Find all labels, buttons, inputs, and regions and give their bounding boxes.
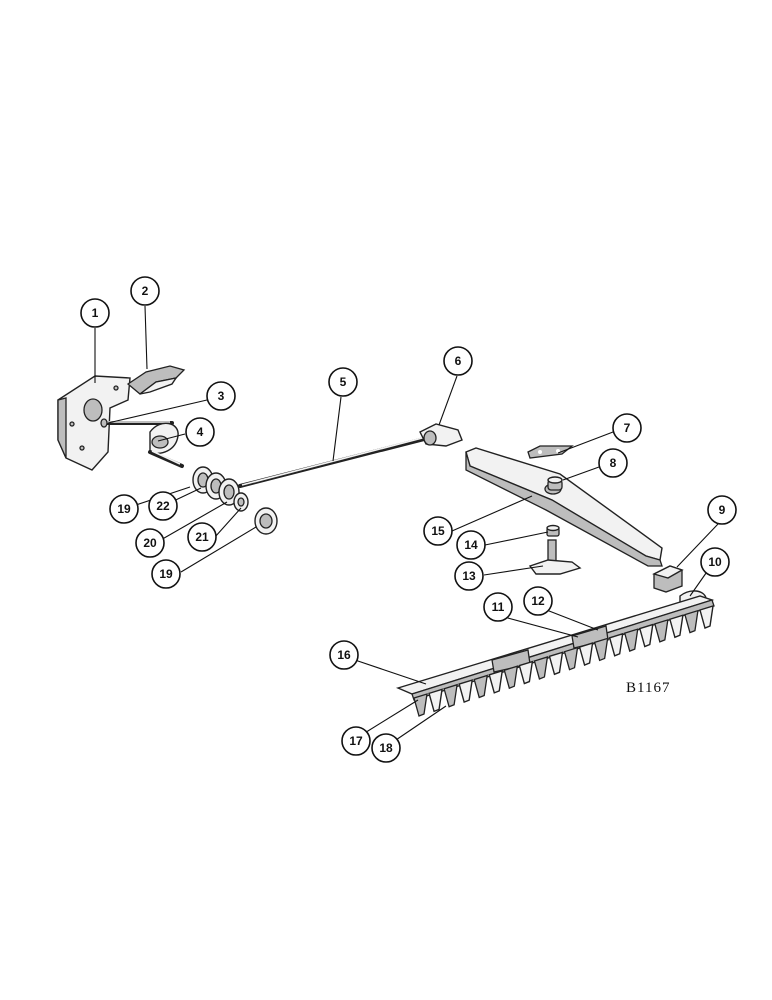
callout-1: 1 [80, 298, 110, 328]
knife-section [473, 674, 489, 699]
callout-17-label: 17 [349, 734, 363, 748]
callout-2-label: 2 [142, 284, 149, 298]
drawing-reference-code: B1167 [626, 680, 670, 696]
knife-section [593, 637, 609, 662]
callout-18: 18 [371, 733, 401, 763]
callout-10-label: 10 [708, 555, 722, 569]
callout-19-upper-label: 19 [117, 502, 131, 516]
callout-14: 14 [456, 530, 486, 560]
callout-1-label: 1 [92, 306, 99, 320]
knife-section [669, 614, 684, 639]
callout-12-label: 12 [531, 594, 545, 608]
callout-11: 11 [483, 592, 513, 622]
callout-13-label: 13 [462, 569, 476, 583]
part-3-pin [100, 418, 174, 428]
callout-7: 7 [612, 413, 642, 443]
knife-section [428, 688, 443, 713]
callout-15: 15 [423, 516, 453, 546]
callout-3-label: 3 [218, 389, 225, 403]
part-5-connecting-rod [238, 436, 430, 488]
callouts: 1 2 3 4 5 6 7 8 9 10 11 12 13 14 15 16 1… [80, 276, 737, 763]
callout-16-label: 16 [337, 648, 351, 662]
callout-4-label: 4 [197, 425, 204, 439]
callout-19-lower-label: 19 [159, 567, 173, 581]
knife-section [503, 665, 519, 690]
knife-sections [413, 605, 714, 717]
callout-9-label: 9 [719, 503, 726, 517]
callout-17: 17 [341, 726, 371, 756]
callout-15-label: 15 [431, 524, 445, 538]
knife-section [699, 605, 714, 629]
callout-6: 6 [443, 346, 473, 376]
callout-20-label: 20 [143, 536, 157, 550]
callout-19-lower: 19 [151, 559, 181, 589]
callout-12: 12 [523, 586, 553, 616]
part-13-pivot-stud [528, 539, 582, 575]
knife-section [548, 651, 564, 676]
part-8-bushing [547, 476, 563, 491]
part-1-bracket [57, 375, 131, 471]
part-4-crank [148, 422, 184, 468]
part-9-knife-head [652, 565, 684, 593]
knife-section [518, 660, 534, 685]
part-14-washer [546, 524, 560, 537]
callout-13: 13 [454, 561, 484, 591]
cutter-bar-assembly [395, 595, 715, 717]
part-drawings: B1167 [57, 365, 715, 717]
knife-section [488, 669, 504, 694]
part-2-cover-plate [126, 365, 186, 395]
part-15-drive-arm [465, 447, 663, 567]
knife-section [563, 646, 579, 671]
callout-8-label: 8 [610, 456, 617, 470]
callout-14-label: 14 [464, 538, 478, 552]
knife-section [654, 618, 669, 643]
callout-5: 5 [328, 367, 358, 397]
part-6-ball-joint [419, 423, 463, 447]
knife-section [623, 628, 639, 653]
callout-20: 20 [135, 528, 165, 558]
callout-4: 4 [185, 417, 215, 447]
callout-16: 16 [329, 640, 359, 670]
callout-3: 3 [206, 381, 236, 411]
part-washers-stack [192, 466, 278, 535]
callout-2: 2 [130, 276, 160, 306]
knife-section [578, 642, 594, 666]
callout-9: 9 [707, 495, 737, 525]
callout-19-upper: 19 [109, 494, 139, 524]
callout-18-label: 18 [379, 741, 393, 755]
callout-22-label: 22 [156, 499, 170, 513]
knife-section [684, 609, 699, 634]
callout-11-label: 11 [492, 600, 505, 614]
callout-7-label: 7 [624, 421, 631, 435]
knife-section [458, 679, 474, 704]
knife-section [638, 623, 654, 648]
callout-5-label: 5 [340, 375, 347, 389]
knife-section [443, 683, 458, 708]
part-7-plate [527, 445, 574, 459]
callout-8: 8 [598, 448, 628, 478]
callout-10: 10 [700, 547, 730, 577]
knife-section [533, 656, 549, 680]
knife-section [413, 693, 428, 717]
callout-6-label: 6 [455, 354, 462, 368]
callout-21: 21 [187, 522, 217, 552]
knife-section [608, 632, 624, 657]
callout-22: 22 [148, 491, 178, 521]
callout-21-label: 21 [195, 530, 209, 544]
